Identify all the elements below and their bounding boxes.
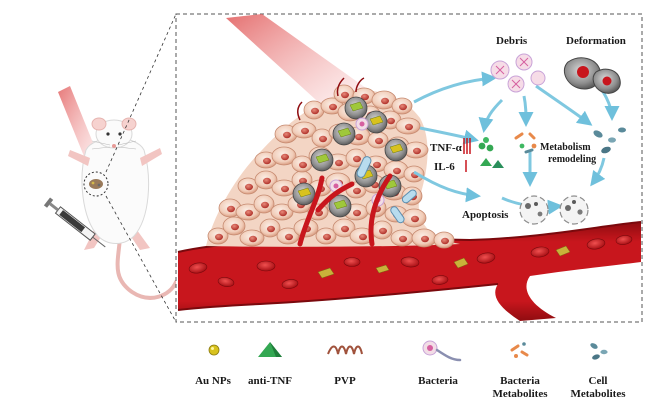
tumor-cell (391, 97, 413, 115)
mouse-whiskers (91, 140, 137, 150)
legend-label-anti-tnf: anti-TNF (248, 375, 292, 387)
bacterium-core (333, 183, 339, 189)
tumor-cell (303, 100, 325, 120)
label-apoptosis: Apoptosis (462, 209, 509, 221)
damaged-cell (332, 122, 356, 146)
damaged-cells (292, 96, 408, 218)
tumor-cell (403, 165, 425, 183)
tumor-cell (291, 155, 313, 173)
tumor-cell (291, 121, 317, 139)
label-tnf: TNF-α (430, 142, 463, 154)
tumor-cell (403, 141, 429, 159)
mouse-nose (112, 144, 116, 148)
label-deformation: Deformation (566, 35, 626, 47)
tumor-cell (235, 203, 261, 221)
mouse-tail (115, 236, 178, 300)
mouse-front-leg-right (140, 148, 162, 166)
deformed-cells (563, 57, 621, 94)
legend-icon-cell-metabolites (590, 343, 608, 360)
tumor-cell (253, 194, 275, 214)
tumor-cell (371, 220, 393, 240)
legend-icon-au-nps (208, 344, 220, 356)
mouse-ear-right (121, 117, 137, 131)
tumor-cell (222, 216, 246, 236)
red-blood-cells (188, 235, 633, 289)
apoptotic-cells (519, 195, 589, 225)
mouse-eye-right (118, 132, 122, 136)
process-arrows (413, 71, 620, 215)
tumor-cell (270, 203, 294, 221)
damaged-cell (364, 110, 388, 134)
tumor-cell (239, 229, 265, 247)
tumor-cell (259, 218, 281, 238)
tumor-cell (218, 198, 242, 218)
legend-icon-pvp (327, 345, 363, 355)
label-debris: Debris (496, 35, 528, 47)
legend-label-cell-metabolites-2: Metabolites (571, 388, 627, 400)
legend: Au NPs anti-TNF PVP Bacteria Bacteria Me… (195, 340, 627, 400)
capillary-sprouts (297, 77, 365, 121)
legend-icon-bacteria (422, 340, 462, 362)
legend-label-pvp: PVP (334, 375, 356, 387)
damaged-cell (292, 182, 316, 206)
tumor-cell (254, 151, 278, 169)
debris-cluster (490, 53, 546, 93)
zoom-line-bottom (105, 195, 177, 323)
damaged-cell (384, 138, 408, 162)
damaged-cell (344, 96, 368, 120)
mouse-eye-left (106, 132, 110, 136)
legend-icon-anti-tnf (258, 342, 282, 357)
label-il6: IL-6 (434, 161, 455, 173)
mouse-body (81, 137, 150, 244)
mouse-front-leg-left (68, 150, 90, 166)
cell-metabolites-cluster (593, 127, 626, 154)
tumor-cell (411, 228, 437, 248)
zoom-panel-content: Debris Deformation TNF-α IL-6 Metabolism… (177, 14, 642, 321)
legend-label-cell-metabolites-1: Cell (589, 375, 608, 387)
bacterium-core (359, 121, 365, 127)
tumor-cell (207, 227, 229, 245)
damaged-cell (310, 148, 334, 172)
bacteria-metabolites-cluster (514, 132, 537, 154)
damaged-cell (328, 194, 352, 218)
tumor-cell (276, 227, 300, 245)
tumor-cell (433, 231, 455, 249)
tumor-cell (345, 148, 367, 168)
syringe-icon (43, 197, 106, 248)
legend-icon-bacteria-metabolites (510, 342, 529, 358)
tumor-cell (332, 218, 356, 238)
mouse-ear-left (91, 117, 107, 131)
legend-label-au-nps: Au NPs (195, 375, 231, 387)
tumor-cell (390, 229, 414, 247)
tumor-cell (271, 146, 297, 166)
tumor-cell (349, 227, 375, 245)
tumor-cell (401, 208, 427, 228)
tumor-nodule (89, 179, 103, 189)
zoom-line-top (105, 13, 177, 173)
circulating-au-nps (317, 245, 571, 279)
tumor-cell (315, 227, 337, 245)
tumor-cell (274, 124, 298, 144)
bacteria-rods (356, 156, 417, 224)
tumor-cell (395, 117, 421, 135)
tumor-cell (254, 170, 278, 190)
label-metabolism: Metabolism (540, 142, 591, 153)
label-remodeling: remodeling (548, 154, 596, 165)
cytokine-markers (463, 137, 504, 172)
tumor-capillaries (297, 173, 393, 247)
tumor-cell (333, 84, 355, 104)
tumor-cell (311, 128, 333, 148)
tumor-cell (271, 179, 297, 197)
tumor-cell (367, 131, 389, 149)
legend-label-bacteria: Bacteria (418, 375, 458, 387)
legend-label-bacteria-metabolites-2: Metabolites (493, 388, 549, 400)
legend-label-bacteria-metabolites-1: Bacteria (500, 375, 540, 387)
mouse-illustration (43, 86, 178, 300)
